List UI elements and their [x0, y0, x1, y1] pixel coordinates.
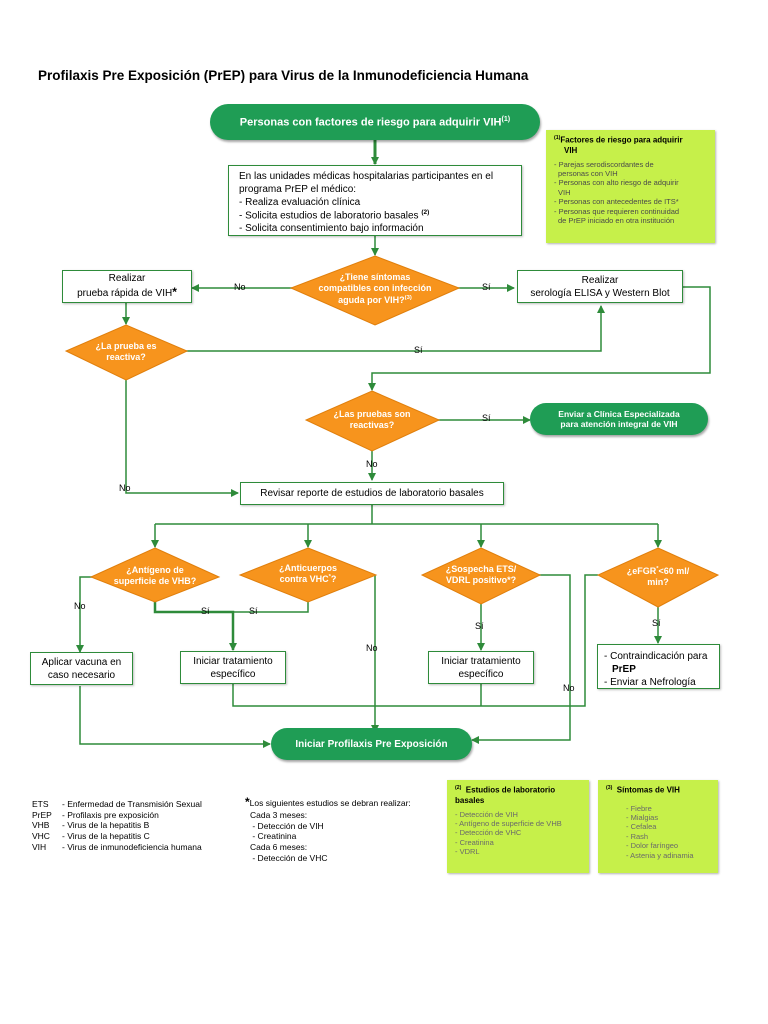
diamond-vhb — [89, 547, 221, 603]
diamond-egfr — [596, 547, 720, 608]
abbreviation-legend: ETS- Enfermedad de Transmisión Sexual Pr… — [32, 799, 202, 852]
diamond-ets — [420, 547, 542, 605]
label-si-tests: Sí — [482, 413, 491, 423]
note-hiv-symptoms: (3) Síntomas de VIH - Fiebre- Mialgias- … — [598, 780, 718, 873]
start-node-label: Personas con factores de riesgo para adq… — [239, 115, 511, 129]
label-si-ets: Sí — [475, 621, 484, 631]
end-node: Iniciar Profilaxis Pre Exposición — [271, 728, 472, 760]
note-risk-factors: (1)Factores de riesgo para adquirir VIH … — [546, 130, 715, 243]
label-no-ets: No — [563, 683, 575, 693]
egfr-question: ¿eFGR*<60 ml/min? — [626, 565, 690, 587]
studies-schedule: *Los siguientes estudios se debran reali… — [245, 795, 411, 863]
diamond-tests-reactive — [304, 390, 441, 452]
label-no-vhb: No — [74, 601, 86, 611]
label-si-reactive: Sí — [414, 345, 423, 355]
start-node: Personas con factores de riesgo para adq… — [210, 104, 540, 140]
diamond-symptoms — [289, 255, 461, 326]
label-no-vhc: No — [366, 643, 378, 653]
label-no-symptoms: No — [234, 282, 246, 292]
review-box: Revisar reporte de estudios de laborator… — [240, 482, 504, 505]
label-si-egfr: Sí — [652, 618, 661, 628]
label-si-vhb: Sí — [201, 606, 210, 616]
page-title: Profilaxis Pre Exposición (PrEP) para Vi… — [38, 68, 529, 83]
contraindication-box: - Contraindicación para PrEP - Enviar a … — [597, 644, 720, 689]
intro-box: En las unidades médicas hospitalarias pa… — [228, 165, 522, 236]
label-si-vhc: Sí — [249, 606, 258, 616]
note-baseline-studies: (2) Estudios de laboratorio basales - De… — [447, 780, 589, 873]
label-si-symptoms: Sí — [482, 282, 491, 292]
label-no-tests: No — [366, 459, 378, 469]
diamond-vhc — [238, 547, 378, 603]
diamond-reactive — [64, 324, 189, 381]
ets-question: ¿Sospecha ETS/VDRL positivo*? — [445, 563, 517, 585]
label-no-reactive: No — [119, 483, 131, 493]
